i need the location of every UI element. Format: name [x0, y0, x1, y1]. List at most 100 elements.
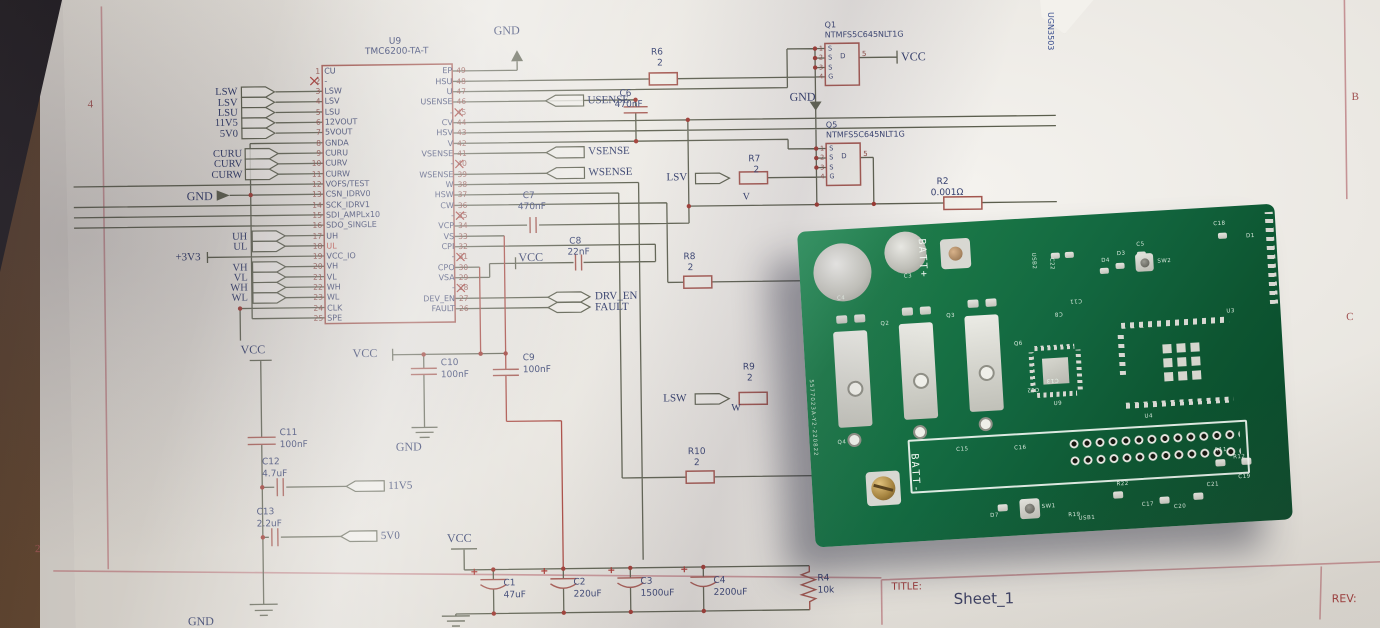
pin-name: 12VOUT [324, 117, 358, 127]
component-symbols [247, 105, 818, 610]
fet-pin-num: 2 [820, 153, 825, 162]
c7-ref: C7 [522, 191, 535, 202]
pin-number: 2 [315, 76, 321, 86]
c4-val: 2200uF [713, 587, 748, 598]
smd-pad [901, 307, 914, 316]
smd-pad [1064, 251, 1075, 259]
power-track-pad [964, 314, 1004, 413]
fet-pin-num: 4 [820, 172, 825, 181]
tact-switch-sw1 [1019, 498, 1041, 520]
refdes-silkscreen: Q4 [837, 439, 847, 446]
c13-val: 2.2uF [256, 519, 282, 530]
pin-number: 7 [316, 128, 321, 138]
fet-pin: S [829, 163, 834, 172]
refdes-silkscreen: USB1 [1078, 514, 1096, 522]
pin-name: CV [441, 118, 453, 128]
screw [870, 475, 897, 502]
11v5-port-label: 11V5 [388, 479, 413, 492]
pin-number: 41 [457, 148, 467, 158]
p3v3-label: +3V3 [175, 251, 201, 264]
batt-minus-pad [865, 470, 902, 507]
via-hole [978, 416, 994, 432]
r9-ref: R9 [742, 362, 755, 373]
batt-plus-pad [939, 237, 972, 270]
pin-number: 17 [312, 231, 323, 241]
pin-number: 13 [312, 189, 322, 200]
refdes-silkscreen: C3 [903, 273, 913, 280]
refdes-silkscreen: C21 [1206, 481, 1220, 489]
fet-pin-num: 1 [818, 44, 823, 53]
q1-drain-num: 5 [861, 49, 867, 59]
5v0-port-label: 5V0 [380, 529, 400, 542]
pin-number: 14 [312, 200, 322, 210]
smd-pad [854, 314, 866, 323]
refdes-silkscreen: C15 [956, 446, 969, 453]
pin-number: 40 [457, 159, 467, 169]
vcc-label-c8: VCC [518, 249, 544, 265]
refdes-silkscreen: USB2 [1030, 252, 1038, 270]
pin-name: LSV [324, 96, 340, 107]
pin-name: W [445, 180, 454, 190]
pin-name: FAULT [431, 304, 456, 314]
pin-name: CW [440, 200, 454, 210]
pin-number: 44 [456, 117, 467, 127]
q1-drain: D [839, 52, 846, 61]
smd-pad [836, 315, 848, 324]
c8-ref: C8 [569, 236, 582, 247]
lsw-port-label: LSW [663, 392, 687, 405]
pin-name: HSW [434, 190, 454, 200]
pin-number: 29 [458, 272, 469, 283]
pin-number: 46 [456, 97, 467, 107]
r8-val: 2 [687, 263, 694, 274]
refdes-silkscreen: D3 [1116, 250, 1126, 258]
pin-number: 30 [458, 262, 469, 272]
grid-ref-2: 2 [34, 543, 41, 556]
c1-ref: C1 [503, 578, 516, 589]
refdes-silkscreen: C19 [1238, 473, 1251, 481]
refdes-silkscreen: C8 [1054, 310, 1063, 317]
c12-ref: C12 [261, 457, 280, 468]
pin-number: 38 [457, 179, 468, 190]
sheet-border [53, 0, 1380, 625]
pin-name: GNDA [325, 138, 349, 148]
r7-ref: R7 [748, 154, 761, 165]
pin-name: UL [326, 241, 337, 251]
pin-number: 37 [457, 190, 468, 200]
grid-ref-4: 4 [87, 98, 94, 111]
pin-number: 34 [458, 221, 468, 231]
pin-name: HSV [436, 128, 454, 138]
r2-ref: R2 [936, 176, 949, 188]
pin-name: V [447, 138, 454, 148]
gnd-label-bottom-left: GND [187, 613, 214, 628]
pin-name: CPO [437, 262, 455, 273]
pin-number: 10 [311, 158, 322, 169]
q1-part: NTMFS5C645NLT1G [824, 29, 904, 40]
vcc-label-bottom: VCC [446, 530, 472, 546]
refdes-silkscreen: C17 [1141, 501, 1155, 509]
pin-name: LSW [324, 86, 342, 96]
c13-ref: C13 [256, 507, 275, 518]
pin-number: 20 [312, 262, 323, 272]
c4-ref: C4 [713, 575, 726, 586]
pin-name: LSU [324, 107, 341, 117]
port-label: LSW [215, 87, 238, 99]
pcb-board: BATT+ BATT- [797, 203, 1293, 548]
port-label: CURV [213, 159, 243, 171]
pin-name: SPE [327, 313, 343, 323]
port-label: VH [232, 262, 248, 274]
r4-val: 10k [817, 585, 835, 596]
ic-part: TMC6200-TA-T [364, 46, 429, 58]
refdes-silkscreen: C16 [1014, 444, 1027, 452]
pin-number: 9 [316, 148, 322, 158]
refdes-silkscreen: R11 [1214, 446, 1228, 454]
pin-name: DEV_EN [423, 293, 456, 304]
fault-label: FAULT [595, 300, 629, 314]
c2-ref: C2 [573, 577, 586, 588]
port-label: WL [231, 292, 249, 305]
r4-ref: R4 [817, 573, 830, 584]
refdes-silkscreen: Q3 [946, 312, 956, 320]
